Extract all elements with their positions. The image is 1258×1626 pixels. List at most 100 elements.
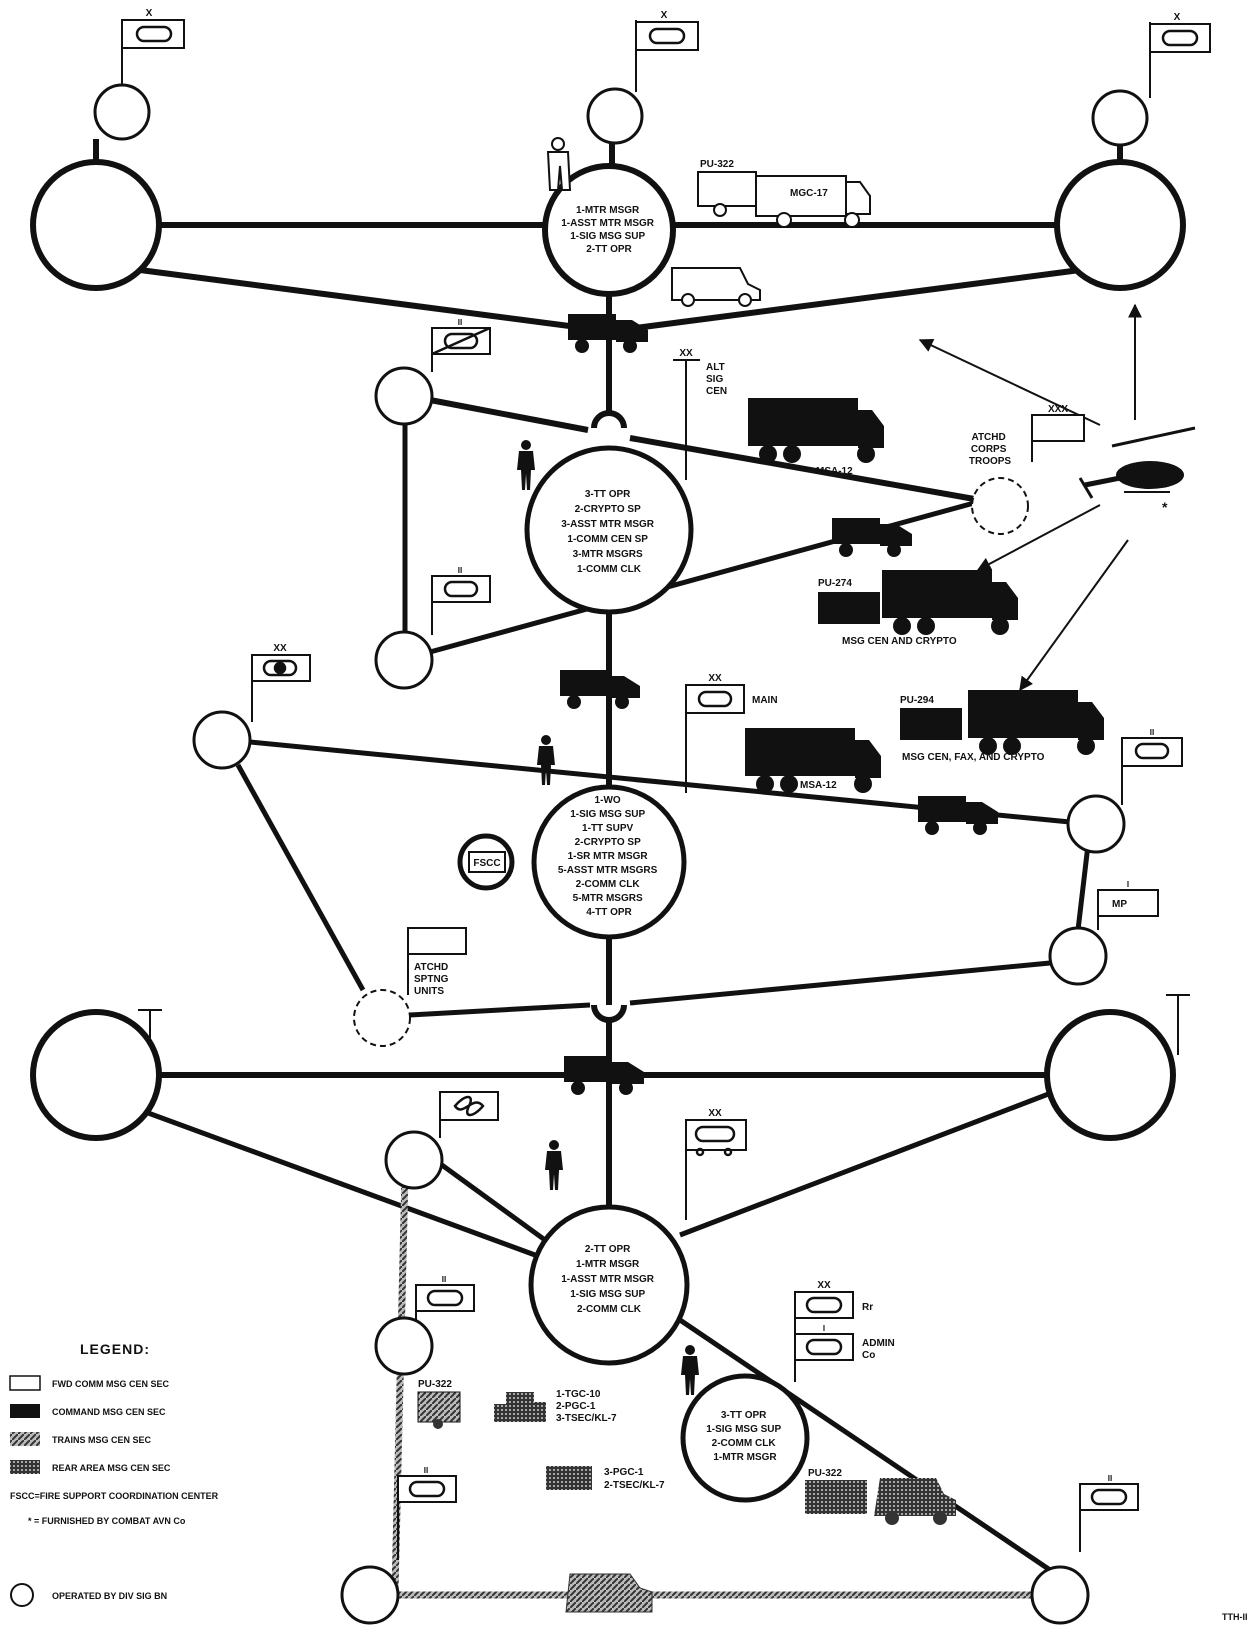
node-small[interactable] bbox=[1030, 1565, 1090, 1625]
atchd-sptng-label: ATCHD SPTNG UNITS bbox=[414, 962, 451, 997]
echelon-ii: II bbox=[1150, 728, 1154, 737]
legend-swatch-fwd bbox=[9, 1375, 41, 1391]
wheel-symbol bbox=[723, 1147, 733, 1157]
node-rear-right[interactable] bbox=[1044, 1009, 1176, 1141]
echelon-x: X bbox=[1174, 12, 1181, 23]
msa12-van-icon bbox=[748, 398, 884, 463]
pu294-van-icon bbox=[900, 690, 1104, 755]
node-top-left[interactable] bbox=[30, 159, 162, 291]
node-small[interactable] bbox=[374, 366, 434, 426]
truck-icon bbox=[918, 796, 998, 835]
legend-item: TRAINS MSG CEN SEC bbox=[52, 1435, 152, 1445]
node-small[interactable] bbox=[340, 1565, 400, 1625]
rear-equip-icon bbox=[546, 1466, 592, 1490]
echelon-i: I bbox=[823, 1324, 825, 1333]
crossover-hop-lower bbox=[591, 1004, 627, 1023]
pu322-mgc17-outline-icon bbox=[697, 171, 871, 228]
echelon-ii: II bbox=[442, 1275, 446, 1284]
echelon-x: X bbox=[146, 8, 153, 19]
node-admin-text: 3-TT OPR 1-SIG MSG SUP 2-COMM CLK 1-MTR … bbox=[706, 1410, 784, 1463]
node-alt-text: 3-TT OPR 2-CRYPTO SP 3-ASST MTR MSGR 1-C… bbox=[561, 489, 657, 575]
fscc-box bbox=[468, 851, 506, 873]
node-small[interactable] bbox=[1048, 926, 1108, 986]
trains-equipment-label: 1-TGC-10 2-PGC-1 3-TSEC/KL-7 bbox=[556, 1389, 617, 1424]
person-icon bbox=[546, 137, 572, 191]
unit-labels: ALT SIG CEN ATCHD CORPS TROOPS ATCHD SPT… bbox=[414, 362, 1248, 1622]
rear-equipment-label: 3-PGC-1 2-TSEC/KL-7 bbox=[604, 1467, 665, 1491]
person-icon bbox=[545, 1140, 563, 1190]
dot-symbol bbox=[273, 661, 287, 675]
node-alt-sig-cen[interactable] bbox=[524, 445, 694, 615]
oval-symbol bbox=[697, 690, 733, 708]
node-main[interactable] bbox=[531, 784, 687, 940]
legend-swatch-rear bbox=[10, 1460, 40, 1474]
node-top-right[interactable] bbox=[1054, 159, 1186, 291]
link-trains-vertical bbox=[391, 1174, 409, 1591]
node-small[interactable] bbox=[586, 87, 644, 145]
trains-jeep-icon bbox=[565, 1573, 653, 1613]
crossover-hop-upper bbox=[591, 410, 627, 429]
legend-circle-symbol bbox=[10, 1583, 34, 1607]
star-marker: * bbox=[1162, 499, 1168, 515]
echelon-xx: XX bbox=[273, 643, 287, 654]
node-rear[interactable] bbox=[528, 1204, 690, 1366]
legend-item: REAR AREA MSG CEN SEC bbox=[52, 1463, 171, 1473]
truck-icon bbox=[564, 1056, 644, 1095]
node-small[interactable] bbox=[192, 710, 252, 770]
oval-symbol bbox=[135, 25, 173, 43]
infinity-symbol bbox=[453, 1095, 485, 1117]
oval-symbol bbox=[408, 1480, 446, 1498]
node-small[interactable] bbox=[384, 1130, 444, 1190]
link-xx-to-sptng bbox=[235, 763, 366, 992]
vehicle-label: MGC-17 bbox=[790, 188, 828, 199]
legend-fscc-note: FSCC=FIRE SUPPORT COORDINATION CENTER bbox=[10, 1491, 219, 1501]
echelon-xxx: XXX bbox=[1048, 404, 1068, 415]
link-left-to-center bbox=[139, 267, 601, 333]
node-atchd-sptng[interactable] bbox=[353, 989, 411, 1047]
truck-icon bbox=[560, 670, 640, 709]
echelon-xx: XX bbox=[708, 673, 722, 684]
oval-symbol bbox=[262, 659, 298, 677]
vehicle-label: MSG CEN AND CRYPTO bbox=[842, 636, 957, 647]
legend-circle-note: OPERATED BY DIV SIG BN bbox=[52, 1591, 167, 1601]
legend-item: COMMAND MSG CEN SEC bbox=[52, 1407, 166, 1417]
jeep-outline-icon bbox=[671, 267, 761, 307]
vehicle-label: PU-294 bbox=[900, 695, 934, 706]
fscc-label: FSCC bbox=[473, 858, 500, 869]
flag-symbols bbox=[135, 25, 1199, 1506]
slash-symbol bbox=[431, 326, 491, 356]
echelon-x: X bbox=[661, 10, 668, 21]
vehicle-label: MSA-12 bbox=[800, 780, 837, 791]
oval-symbol bbox=[1090, 1488, 1128, 1506]
arrow-to-upper bbox=[918, 339, 1101, 426]
node-admin[interactable] bbox=[680, 1373, 810, 1503]
trains-links bbox=[370, 1174, 1035, 1599]
node-atchd-corps[interactable] bbox=[971, 477, 1029, 535]
node-rear-left[interactable] bbox=[30, 1009, 162, 1141]
node-small[interactable] bbox=[1091, 89, 1149, 147]
oval-symbol bbox=[426, 1289, 464, 1307]
echelon-i: I bbox=[1127, 880, 1129, 889]
node-small[interactable] bbox=[374, 630, 434, 690]
link-right-to-center bbox=[619, 267, 1081, 333]
node-small[interactable] bbox=[1066, 794, 1126, 854]
node-small[interactable] bbox=[93, 83, 151, 141]
admin-co-label: ADMIN Co bbox=[862, 1338, 898, 1361]
vehicle-label: MSA-12 bbox=[816, 466, 853, 477]
node-small[interactable] bbox=[374, 1316, 434, 1376]
oval-symbol bbox=[694, 1125, 736, 1143]
legend-swatch-command bbox=[10, 1404, 40, 1418]
oval-symbol bbox=[805, 1338, 843, 1356]
node-main-text: 1-WO 1-SIG MSG SUP 1-TT SUPV 2-CRYPTO SP… bbox=[558, 795, 660, 918]
helicopter-icon bbox=[1078, 426, 1196, 499]
node-texts: 1-MTR MSGR 1-ASST MTR MSGR 1-SIG MSG SUP… bbox=[473, 205, 784, 1463]
atchd-corps-label: ATCHD CORPS TROOPS bbox=[969, 432, 1012, 467]
vehicle-label: MSG CEN, FAX, AND CRYPTO bbox=[902, 752, 1045, 763]
arrow-to-pu294 bbox=[1019, 539, 1129, 692]
alt-sig-cen-label: ALT SIG CEN bbox=[706, 362, 727, 397]
link-ii-to-mp bbox=[1075, 844, 1091, 931]
vehicle-label: PU-322 bbox=[700, 159, 734, 170]
link-alt-to-corps bbox=[629, 435, 981, 503]
aviation-arrows bbox=[918, 303, 1142, 692]
